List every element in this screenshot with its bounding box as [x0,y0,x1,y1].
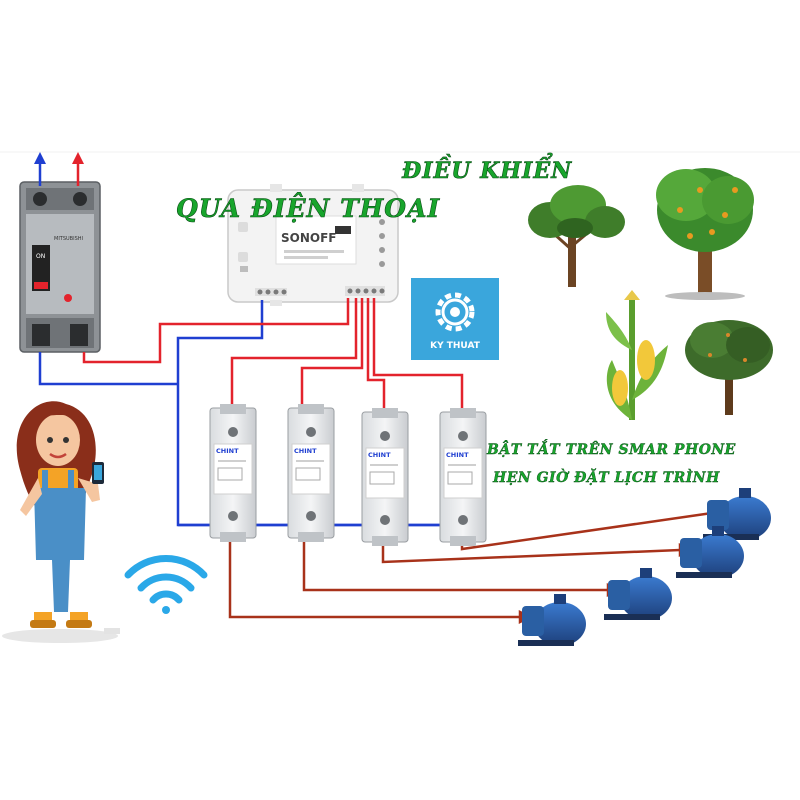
headline-line-1: ĐIỀU KHIỂN [402,158,573,185]
contactor: CHINT [361,408,409,546]
sonoff-wifi-switch: SONOFF [227,184,399,306]
live-wires [82,298,464,418]
corn-plant [606,290,668,420]
headline-line-2: QUA ĐIỆN THOẠI [176,194,441,224]
water-pump [604,568,672,620]
gear-icon [435,292,475,332]
breaker-on-label: ON [36,253,45,260]
tree [528,185,625,287]
contactor: CHINT [209,404,257,542]
contactor-brand: CHINT [294,447,317,455]
contactor: CHINT [439,408,487,546]
logo-text: KY THUAT [430,341,481,351]
contactor-brand: CHINT [216,447,239,455]
feature-note-2: HẸN GIỜ ĐẶT LỊCH TRÌNH [493,470,720,486]
contactor: CHINT [287,404,335,542]
girl-with-phone [2,401,118,643]
contactor-brand: CHINT [368,451,391,459]
sonoff-brand: SONOFF [281,231,336,245]
wifi-icon [124,555,208,614]
phone-icon [92,462,104,484]
arrow-up-icon [34,152,46,186]
logo: KY THUAT [411,278,499,360]
feature-note-1: BẬT TẮT TRÊN SMAR PHONE [487,442,736,458]
tree [656,168,754,300]
breaker-brand: MITSUBISHI [54,236,83,242]
water-pump [676,526,744,578]
water-pump [518,594,586,646]
arrow-up-icon [72,152,84,186]
contactor-brand: CHINT [446,451,469,459]
tree [685,320,773,415]
circuit-breaker: ON MITSUBISHI [19,181,101,353]
